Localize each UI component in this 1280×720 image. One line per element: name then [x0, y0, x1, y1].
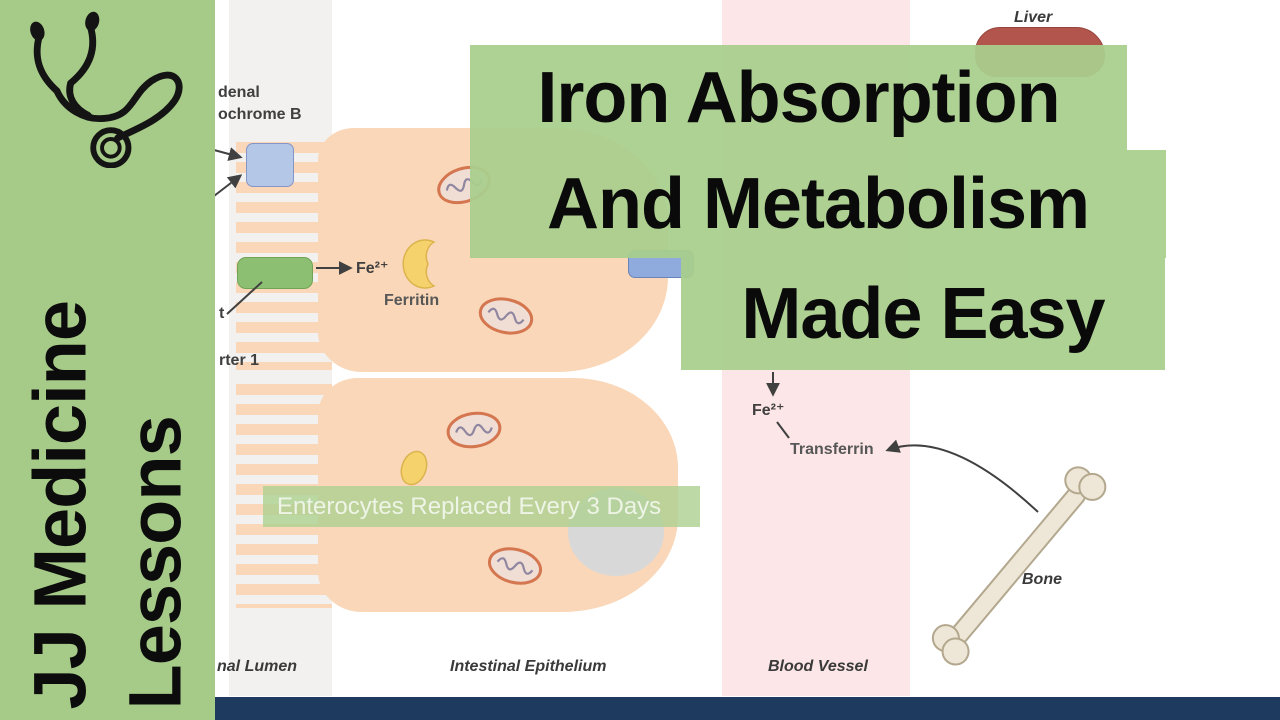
liver-label: Liver: [1014, 9, 1053, 26]
ferritin-protein-icon: [402, 239, 436, 289]
epithelium-label: Intestinal Epithelium: [450, 658, 607, 675]
title-line-2: And Metabolism: [470, 150, 1166, 258]
mitochondrion-icon: [444, 408, 504, 452]
bone-label: Bone: [1022, 571, 1062, 588]
transporter-label-line1: t: [219, 305, 225, 322]
channel-name-line1: JJ Medicine: [18, 300, 102, 710]
ferritin-protein-icon: [400, 450, 428, 486]
fe2-cell-label: Fe²⁺: [356, 260, 389, 277]
title-line-1: Iron Absorption: [470, 45, 1127, 150]
brand-sidebar: JJ Medicine Lessons: [0, 0, 215, 720]
channel-name-line2: Lessons: [113, 416, 197, 710]
bottom-navy-bar: [215, 697, 1280, 720]
channel-name: JJ Medicine Lessons: [13, 195, 203, 710]
dmt1-transporter-icon: [237, 257, 313, 289]
fe2-blood-label: Fe²⁺: [752, 402, 785, 419]
duodenal-cytochrome-b-icon: [246, 143, 294, 187]
lumen-label: nal Lumen: [217, 658, 298, 675]
title-line-3: Made Easy: [681, 258, 1165, 370]
transporter-label-line2: rter 1: [219, 352, 260, 369]
enterocyte-banner: Enterocytes Replaced Every 3 Days: [263, 486, 700, 527]
stethoscope-icon: [30, 11, 183, 168]
blood-vessel-label: Blood Vessel: [768, 658, 868, 675]
cytochrome-label-line2: ochrome B: [218, 106, 302, 123]
femur-bone-icon: [931, 466, 1107, 666]
ferritin-label: Ferritin: [384, 292, 440, 309]
cytochrome-label-line1: denal: [218, 84, 260, 101]
transferrin-label: Transferrin: [790, 441, 874, 458]
